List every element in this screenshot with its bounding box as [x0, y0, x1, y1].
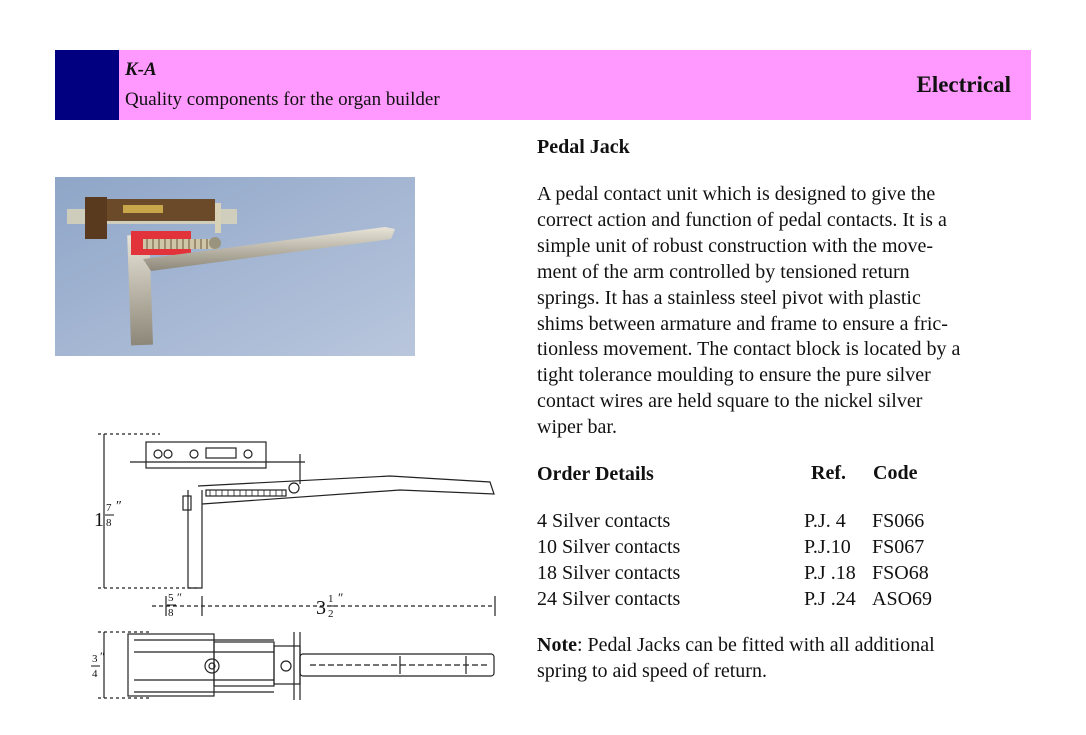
order-row-description: 4 Silver contacts: [537, 510, 671, 532]
order-row-code: FS067: [872, 536, 925, 558]
order-row-description: 24 Silver contacts: [537, 588, 681, 610]
description-line: shims between armature and frame to ensu…: [537, 312, 948, 335]
product-note: Note: Pedal Jacks can be fitted with all…: [537, 633, 1017, 685]
order-row: 10 Silver contacts P.J.10 FS067: [537, 534, 997, 560]
height-dim-unit: ″: [116, 499, 122, 514]
technical-drawing: 1 7 8 ″ 5 8 ″ 3 1 2 ″ 3 4 ″: [91, 433, 496, 700]
order-row-ref: P.J. 4: [804, 510, 846, 532]
section-title: Electrical: [916, 72, 1011, 97]
brand-color-block: [55, 50, 119, 120]
description-line: wiper bar.: [537, 416, 617, 439]
width-dim-num: 3: [92, 653, 98, 665]
order-details-heading: Order Details: [537, 463, 654, 485]
description-line: simple unit of robust construction with …: [537, 234, 934, 257]
brand-name: K-A: [125, 59, 157, 80]
description-line: tight tolerance moulding to ensure the p…: [537, 364, 931, 387]
brand-tagline: Quality components for the organ builder: [125, 89, 440, 110]
description-line: A pedal contact unit which is designed t…: [537, 183, 936, 205]
header-banner: K-A Quality components for the organ bui…: [55, 50, 1031, 120]
order-row-code: ASO69: [872, 588, 933, 610]
product-photo: [55, 177, 415, 356]
description-line: ment of the arm controlled by tensioned …: [537, 260, 910, 283]
offset-dim-num: 5: [168, 592, 174, 604]
order-row: 24 Silver contacts P.J .24 ASO69: [537, 586, 997, 612]
order-table: 4 Silver contacts P.J. 4 FS066 10 Silver…: [537, 508, 997, 612]
length-dim-unit: ″: [338, 590, 343, 605]
length-dim-den: 2: [328, 608, 334, 620]
width-dim-den: 4: [92, 668, 98, 680]
product-description: A pedal contact unit which is designed t…: [537, 182, 1017, 441]
width-dim-unit: ″: [100, 649, 105, 663]
order-row-ref: P.J.10: [804, 536, 851, 558]
height-dim-den: 8: [106, 517, 112, 529]
height-dim-num: 7: [106, 502, 112, 514]
note-text: spring to aid speed of return.: [537, 659, 767, 682]
order-row-code: FSO68: [872, 562, 929, 584]
description-line: correct action and function of pedal con…: [537, 208, 947, 231]
description-line: contact wires are held square to the nic…: [537, 390, 923, 413]
order-row: 18 Silver contacts P.J .18 FSO68: [537, 560, 997, 586]
note-text: : Pedal Jacks can be fitted with all add…: [576, 634, 935, 656]
length-dim-num: 1: [328, 593, 334, 605]
length-dim-whole: 3: [316, 597, 326, 619]
offset-dim-den: 8: [168, 607, 174, 619]
height-dim-whole: 1: [94, 509, 104, 531]
product-title: Pedal Jack: [537, 136, 630, 158]
description-line: springs. It has a stainless steel pivot …: [537, 286, 921, 309]
ref-column-heading: Ref.: [811, 462, 846, 484]
code-column-heading: Code: [873, 462, 918, 484]
order-row-description: 10 Silver contacts: [537, 536, 681, 558]
order-row-code: FS066: [872, 510, 925, 532]
order-row-description: 18 Silver contacts: [537, 562, 681, 584]
note-label: Note: [537, 634, 577, 656]
offset-dim-unit: ″: [177, 590, 182, 604]
description-line: tionless movement. The contact block is …: [537, 338, 961, 361]
order-row-ref: P.J .18: [804, 562, 856, 584]
order-row: 4 Silver contacts P.J. 4 FS066: [537, 508, 997, 534]
order-row-ref: P.J .24: [804, 588, 856, 610]
